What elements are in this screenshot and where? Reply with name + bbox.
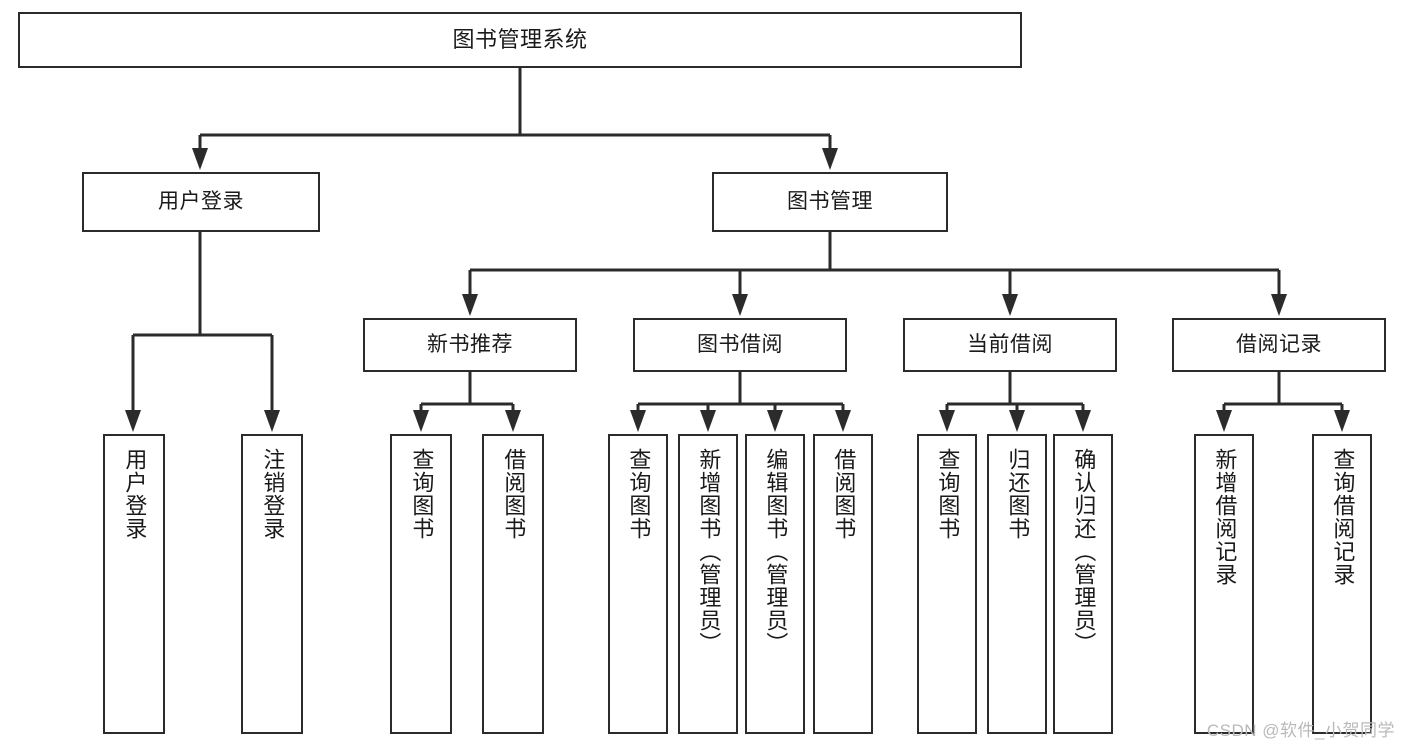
node-label: 图书借阅 <box>697 333 783 357</box>
node-label: 图书管理 <box>787 190 873 214</box>
node-label: 归还图书 <box>1005 448 1031 540</box>
node-leaf-12[interactable]: 查询借阅记录 <box>1312 434 1372 734</box>
node-leaf-1[interactable]: 注销登录 <box>241 434 303 734</box>
node-level3-0[interactable]: 新书推荐 <box>363 318 577 372</box>
node-label: 借阅图书 <box>831 448 857 540</box>
node-level3-1[interactable]: 图书借阅 <box>633 318 847 372</box>
node-leaf-8[interactable]: 查询图书 <box>917 434 977 734</box>
node-label: 图书管理系统 <box>452 26 588 52</box>
node-leaf-3[interactable]: 借阅图书 <box>482 434 544 734</box>
node-label: 当前借阅 <box>967 333 1053 357</box>
watermark: CSDN @软件_小贺同学 <box>1206 721 1395 740</box>
node-leaf-2[interactable]: 查询图书 <box>390 434 452 734</box>
node-label: 查询图书 <box>935 448 961 540</box>
node-leaf-4[interactable]: 查询图书 <box>608 434 668 734</box>
node-label: 注销登录 <box>260 448 286 540</box>
node-level2-1[interactable]: 图书管理 <box>712 172 948 232</box>
node-leaf-10[interactable]: 确认归还（管理员） <box>1053 434 1113 734</box>
node-label: 新增借阅记录 <box>1212 448 1238 586</box>
node-leaf-9[interactable]: 归还图书 <box>987 434 1047 734</box>
node-label: 编辑图书（管理员） <box>763 448 789 655</box>
node-root[interactable]: 图书管理系统 <box>18 12 1022 68</box>
node-level2-0[interactable]: 用户登录 <box>82 172 320 232</box>
node-leaf-5[interactable]: 新增图书（管理员） <box>678 434 738 734</box>
node-level3-3[interactable]: 借阅记录 <box>1172 318 1386 372</box>
node-label: 新书推荐 <box>427 333 513 357</box>
node-label: 新增图书（管理员） <box>696 448 722 655</box>
node-label: 用户登录 <box>122 448 148 540</box>
node-label: 用户登录 <box>158 190 244 214</box>
node-label: 确认归还（管理员） <box>1071 448 1097 655</box>
node-level3-2[interactable]: 当前借阅 <box>903 318 1117 372</box>
node-label: 查询图书 <box>626 448 652 540</box>
node-leaf-0[interactable]: 用户登录 <box>103 434 165 734</box>
node-leaf-11[interactable]: 新增借阅记录 <box>1194 434 1254 734</box>
node-label: 借阅图书 <box>501 448 527 540</box>
node-leaf-7[interactable]: 借阅图书 <box>813 434 873 734</box>
node-label: 借阅记录 <box>1236 333 1322 357</box>
node-leaf-6[interactable]: 编辑图书（管理员） <box>745 434 805 734</box>
node-label: 查询借阅记录 <box>1330 448 1356 586</box>
node-label: 查询图书 <box>409 448 435 540</box>
